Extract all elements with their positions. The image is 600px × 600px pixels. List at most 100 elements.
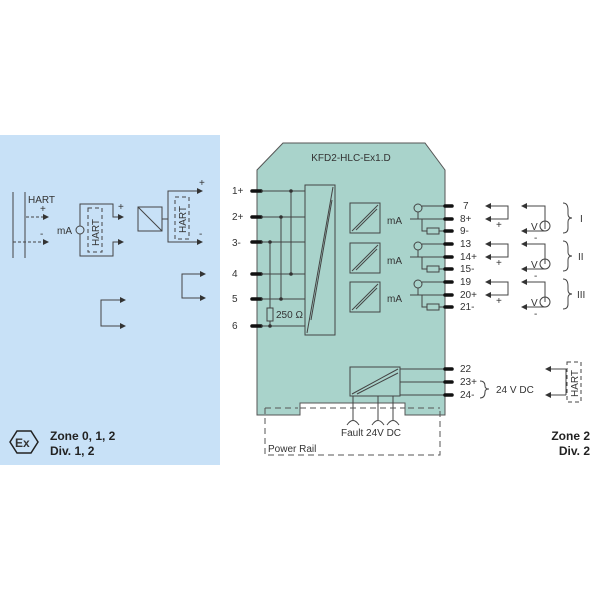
terminal-24: 24- <box>443 390 474 401</box>
terminal-14: 14+ <box>443 252 477 263</box>
hart-label: HART <box>570 370 581 397</box>
safe-zone-label: Zone 2 <box>551 429 590 443</box>
terminal-15: 15- <box>443 264 474 275</box>
svg-text:+: + <box>496 296 502 307</box>
terminal-5: 5 <box>232 294 305 305</box>
module-body <box>256 142 446 416</box>
svg-text:13: 13 <box>460 239 472 250</box>
hart-communicator-symbol: HART <box>545 361 582 403</box>
svg-text:mA: mA <box>387 216 402 227</box>
ex-text: Ex <box>15 436 30 450</box>
terminal-20: 20+ <box>443 290 477 301</box>
resistor-label: 250 Ω <box>276 310 303 321</box>
svg-text:9-: 9- <box>460 226 469 237</box>
terminal-21: 21- <box>443 302 474 313</box>
group-3: + V - III <box>485 278 585 320</box>
channel-2: mA <box>349 241 445 274</box>
terminal-13: 13 <box>443 239 472 250</box>
terminal-8: 8+ <box>443 214 472 225</box>
svg-text:7: 7 <box>463 201 469 212</box>
safe-div-label: Div. 2 <box>559 444 590 458</box>
svg-text:+: + <box>496 258 502 269</box>
svg-text:1+: 1+ <box>232 186 244 197</box>
channel-3: mA <box>349 279 445 313</box>
svg-text:-: - <box>534 271 537 282</box>
ma-label: mA <box>57 226 72 237</box>
voltmeter-icon <box>539 220 551 232</box>
svg-text:V: V <box>531 222 538 233</box>
svg-text:21-: 21- <box>460 302 474 313</box>
hart-label: HART <box>28 195 55 206</box>
module-title: KFD2-HLC-Ex1.D <box>311 153 390 164</box>
channel-1: mA <box>349 202 445 235</box>
isolation-barrier-icon <box>304 184 336 336</box>
svg-text:23+: 23+ <box>460 377 477 388</box>
supply-label: 24 V DC <box>496 385 534 396</box>
brace-icon <box>479 380 490 399</box>
terminal-1: 1+ <box>232 186 305 197</box>
voltmeter-icon <box>539 296 551 308</box>
converter-transmitter-symbol: HART + - <box>137 178 205 245</box>
svg-text:-: - <box>534 309 537 320</box>
group-1: + V - I <box>485 202 583 244</box>
svg-text:3-: 3- <box>232 238 241 249</box>
svg-text:24-: 24- <box>460 390 474 401</box>
voltmeter-icon <box>539 258 551 270</box>
ex-symbol-icon: Ex <box>9 430 39 454</box>
contact-input-symbols <box>100 271 206 329</box>
svg-text:mA: mA <box>387 256 402 267</box>
brace-icon <box>562 202 573 234</box>
ma-transmitter-symbol: mA HART + <box>57 202 124 257</box>
minus-sign: - <box>199 229 202 240</box>
hart-transmitter-symbol: HART + - <box>12 192 55 258</box>
terminal-19: 19 <box>443 277 472 288</box>
svg-text:III: III <box>577 290 585 301</box>
terminal-23: 23+ <box>443 377 477 388</box>
hart-label: HART <box>91 219 102 246</box>
minus-sign: - <box>40 229 43 240</box>
svg-text:4: 4 <box>232 269 238 280</box>
output-channels: mA mA mA <box>349 202 445 313</box>
resistor-icon <box>266 307 274 322</box>
svg-text:20+: 20+ <box>460 290 477 301</box>
svg-text:+: + <box>496 220 502 231</box>
svg-text:2+: 2+ <box>232 212 244 223</box>
svg-text:-: - <box>534 233 537 244</box>
svg-text:22: 22 <box>460 364 472 375</box>
power-terminals: 22 23+ 24- 24 V DC <box>443 364 534 401</box>
plus-sign: + <box>199 178 205 189</box>
power-labels: Fault 24V DC <box>341 428 401 439</box>
svg-text:V: V <box>531 298 538 309</box>
brace-icon <box>562 278 573 310</box>
plus-sign: + <box>40 204 46 215</box>
svg-text:8+: 8+ <box>460 214 472 225</box>
terminal-7: 7 <box>443 201 469 212</box>
plus-sign: + <box>118 202 124 213</box>
hazard-div-label: Div. 1, 2 <box>50 444 95 458</box>
terminal-2: 2+ <box>232 212 305 223</box>
hazard-zone-label: Zone 0, 1, 2 <box>50 429 116 443</box>
svg-text:19: 19 <box>460 277 472 288</box>
svg-text:15-: 15- <box>460 264 474 275</box>
terminal-4: 4 <box>232 269 305 280</box>
svg-text:5: 5 <box>232 294 238 305</box>
svg-text:mA: mA <box>387 294 402 305</box>
power-supply-block: Fault 24V DC <box>341 366 445 439</box>
hart-label: HART <box>178 206 189 233</box>
left-terminals: 1+ 2+ 3- 4 5 6 250 Ω <box>232 186 305 332</box>
group-2: + V - II <box>485 240 584 282</box>
right-terminals: 7 8+ 9- 13 14+ 15- 19 20+ 21- <box>443 201 477 313</box>
brace-icon <box>562 240 573 272</box>
svg-text:II: II <box>578 252 584 263</box>
power-rail-label: Power Rail <box>268 444 316 455</box>
terminal-22: 22 <box>443 364 472 375</box>
svg-text:I: I <box>580 214 583 225</box>
safe-area-loads: + V - I + V - II + V - III <box>485 202 585 320</box>
power-rail-outline <box>264 407 441 456</box>
svg-text:V: V <box>531 260 538 271</box>
svg-text:14+: 14+ <box>460 252 477 263</box>
svg-text:6: 6 <box>232 321 238 332</box>
terminal-9: 9- <box>443 226 469 237</box>
